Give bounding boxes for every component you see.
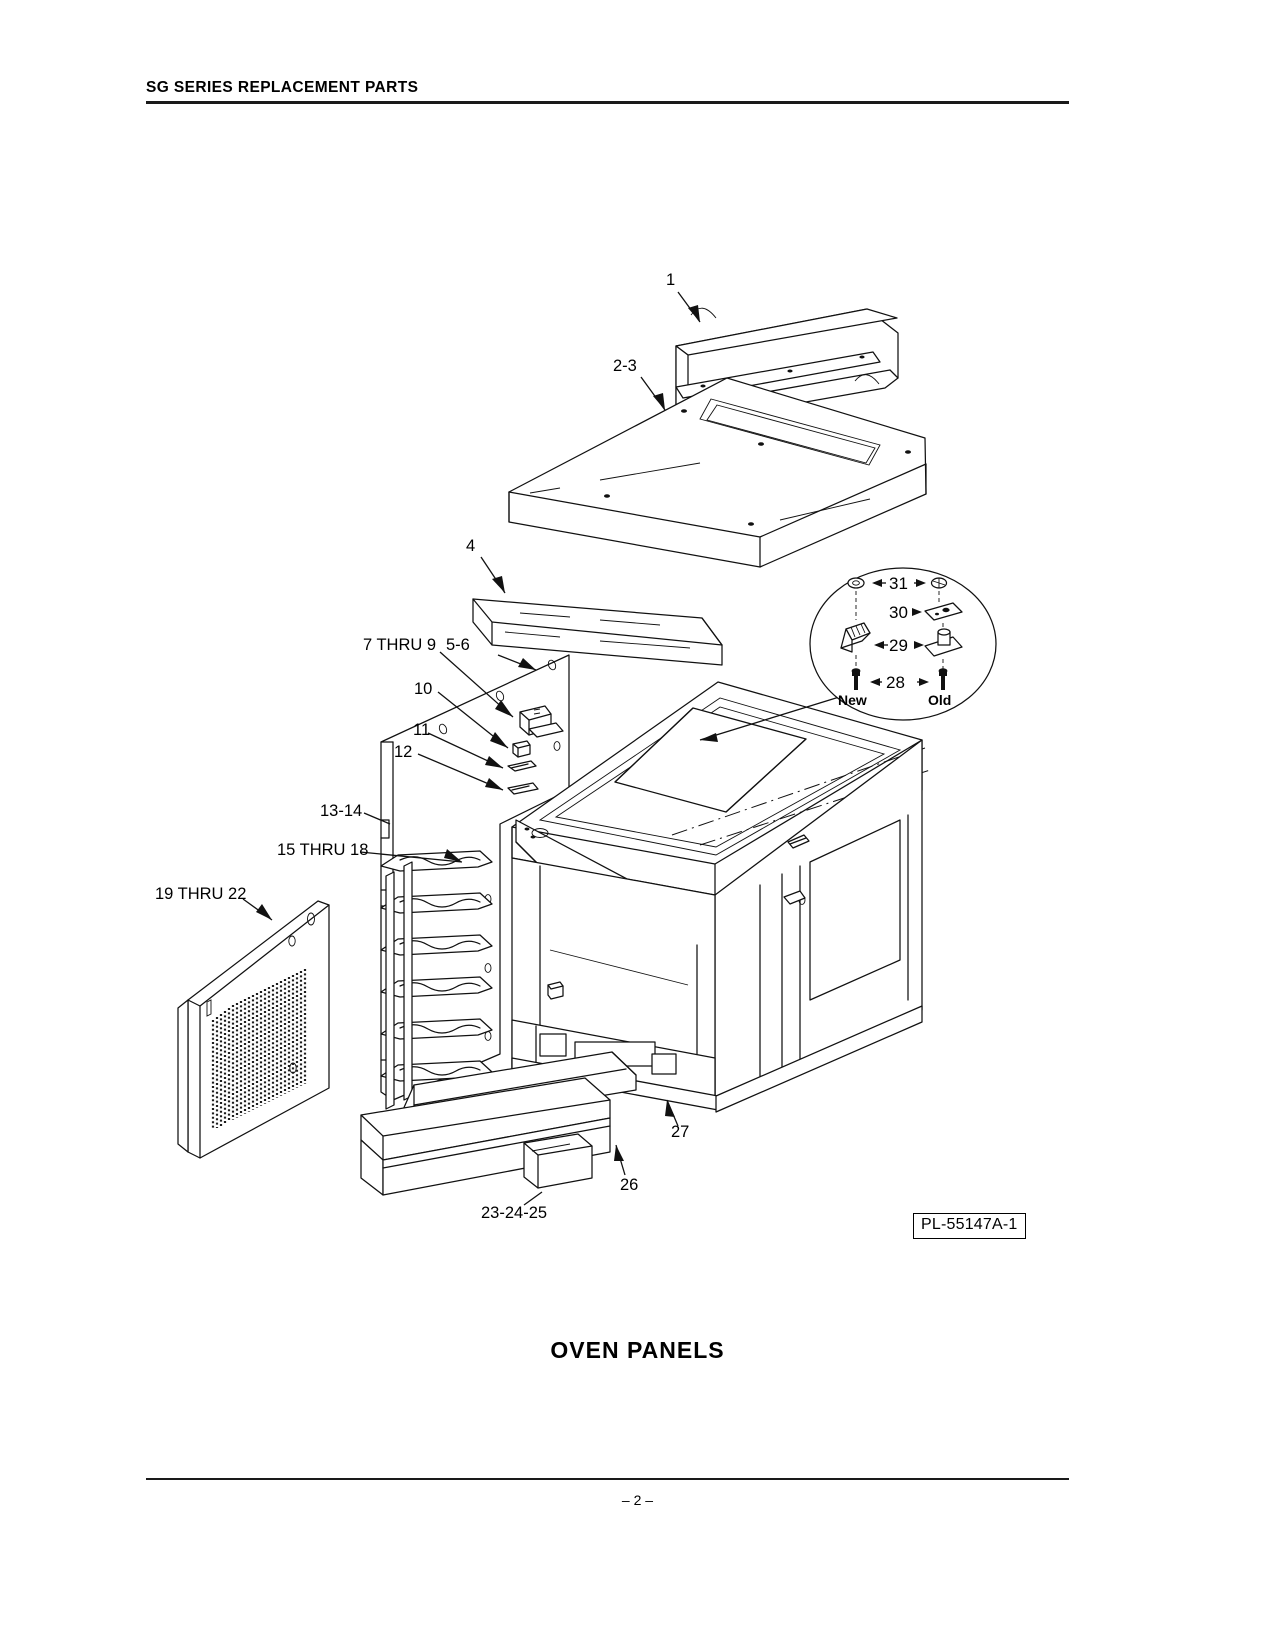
drawing-number-box: PL-55147A-1 <box>913 1213 1026 1239</box>
callout-5-6: 5-6 <box>446 636 470 654</box>
detail-label-old: Old <box>928 692 952 708</box>
part-base-pan <box>360 1077 611 1196</box>
callout-23-24-25: 23-24-25 <box>481 1204 548 1222</box>
header-divider <box>146 101 1069 104</box>
callout-15-thru-18: 15 THRU 18 <box>277 841 369 859</box>
callout-2-3: 2-3 <box>613 357 637 375</box>
callout-26: 26 <box>620 1176 639 1194</box>
part-oven-body <box>511 681 931 1113</box>
callout-11: 11 <box>413 721 431 739</box>
callout-19-thru-22: 19 THRU 22 <box>155 885 247 903</box>
page-number: – 2 – <box>621 1492 654 1508</box>
detail-label-new: New <box>838 692 867 708</box>
callout-12: 12 <box>394 743 413 761</box>
part-rack-guides <box>380 850 493 1110</box>
part-top-rail <box>675 307 899 426</box>
page-header-title: SG SERIES REPLACEMENT PARTS <box>146 79 419 96</box>
callout-1: 1 <box>666 271 676 289</box>
detail-item-31: 31 <box>889 574 908 593</box>
callout-4: 4 <box>466 537 476 555</box>
callout-13-14: 13-14 <box>320 802 363 820</box>
part-hardware-bracket-cluster <box>507 705 564 795</box>
part-top-panel <box>508 377 927 568</box>
part-filler-strip <box>472 598 723 666</box>
detail-item-28: 28 <box>886 673 905 692</box>
part-trim-rail-26 <box>401 1051 637 1128</box>
callout-7-thru-9: 7 THRU 9 <box>363 636 437 654</box>
footer-divider <box>146 1478 1069 1480</box>
callout-27: 27 <box>671 1123 690 1141</box>
figure-title: OVEN PANELS <box>550 1337 725 1363</box>
part-perforated-panel <box>177 900 330 1159</box>
callout-10: 10 <box>414 680 433 698</box>
part-side-panel-left <box>380 654 570 1101</box>
detail-item-30: 30 <box>889 603 908 622</box>
detail-item-29: 29 <box>889 636 908 655</box>
leader-lines <box>242 291 863 1206</box>
